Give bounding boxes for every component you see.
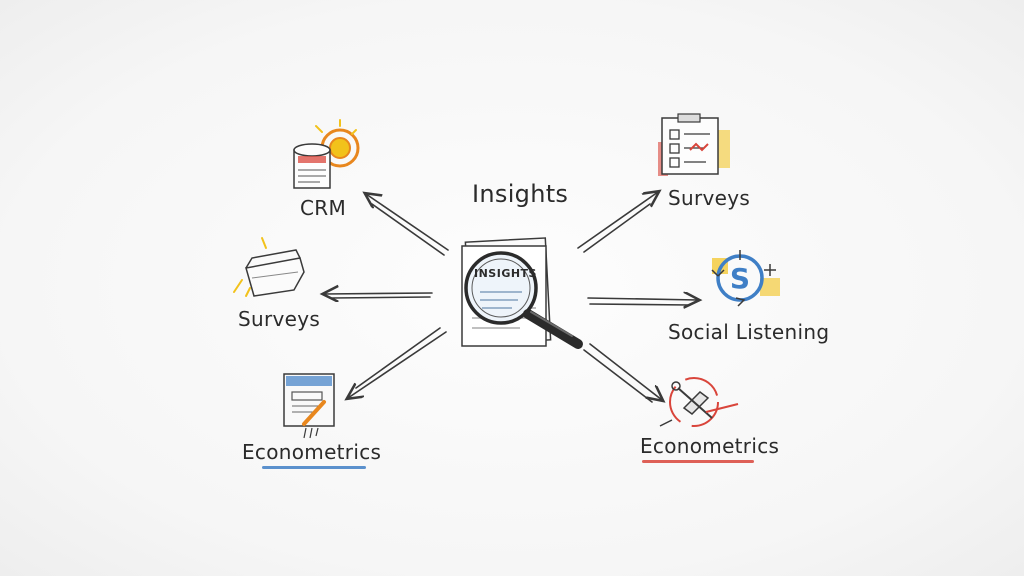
dollar-cycle-icon: S — [711, 250, 780, 307]
tools-chart-icon — [659, 377, 739, 427]
database-sun-icon — [293, 119, 360, 189]
arrow-to-crm — [366, 194, 449, 256]
node-label-surveys-left: Surveys — [238, 307, 321, 331]
node-label-surveys-right: Surveys — [668, 186, 751, 210]
node-label-econometrics-right: Econometrics — [640, 434, 780, 458]
underline-econometrics-right — [642, 460, 754, 463]
tray-icon — [233, 237, 305, 297]
arrow-to-econometrics-left — [348, 327, 447, 398]
underline-econometrics-left — [262, 466, 366, 469]
arrow-to-econometrics-right — [583, 343, 662, 403]
arrow-to-social-listening — [587, 298, 698, 305]
arrow-to-surveys-left — [324, 293, 433, 298]
center-document-title: INSIGHTS — [474, 267, 537, 280]
node-label-crm: CRM — [300, 196, 347, 220]
node-label-social-listening: Social Listening — [668, 320, 830, 344]
svg-text:S: S — [730, 262, 750, 295]
arrow-to-surveys-right — [577, 192, 658, 253]
clipboard-checklist-icon — [658, 113, 730, 176]
diagram-title: Insights — [472, 180, 569, 208]
document-pen-icon — [283, 373, 335, 439]
magnifier-document-icon — [461, 237, 583, 349]
node-label-econometrics-left: Econometrics — [242, 440, 382, 464]
